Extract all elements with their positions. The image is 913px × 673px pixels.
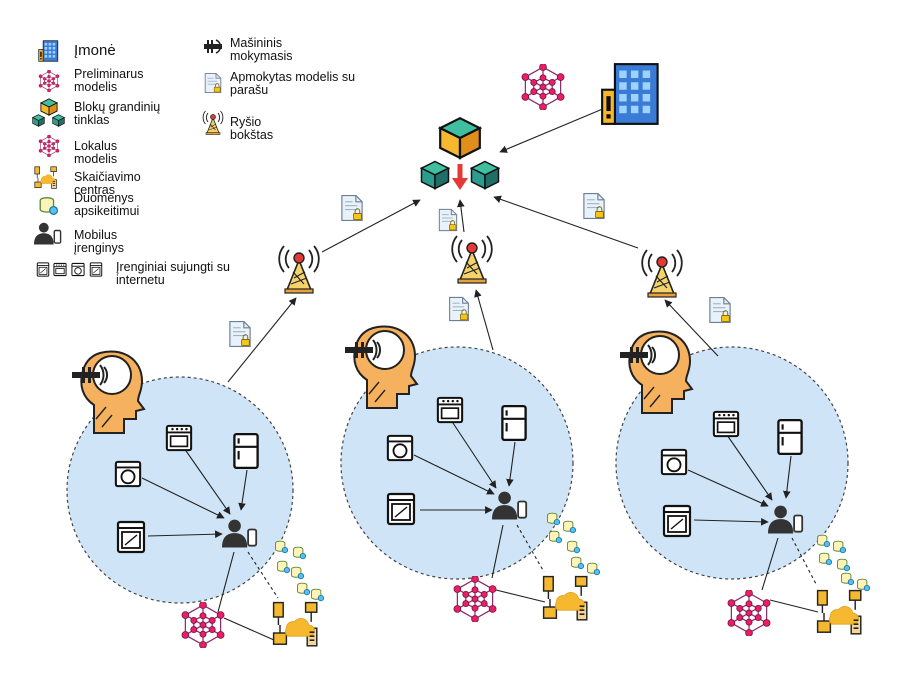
local-model-3 [727, 590, 771, 636]
legend-company: Įmonė [68, 42, 116, 59]
appliance-icon [36, 262, 103, 277]
legend-preliminary-model: Preliminarus modelis [68, 68, 188, 94]
local-model-1 [181, 602, 225, 648]
legend-label: Duomenys apsikeitimui [74, 191, 140, 218]
legend-label: Skaičiavimo centras [74, 170, 141, 197]
legend-blockchain: Blokų grandinių tinklas [68, 101, 180, 127]
data-exchange-2 [547, 512, 600, 576]
tower-icon [202, 110, 224, 135]
legend-mobile-device: Mobilus įrenginys [68, 229, 124, 255]
computing-center-3 [816, 589, 862, 635]
legend-label: Ryšio bokštas [230, 115, 274, 142]
local-model-2 [453, 576, 497, 622]
blockchain-icon [32, 98, 65, 127]
computing-center-1 [272, 601, 318, 647]
company-building [601, 63, 659, 125]
database-icon [39, 197, 58, 215]
legend-label: Mašininis mokymasis [230, 36, 293, 63]
computing-center-2 [542, 575, 588, 621]
tower-2 [451, 235, 493, 284]
legend-iot-devices: Įrenginiai sujungti su internetu [110, 261, 240, 287]
legend-label: Mobilus įrenginys [74, 228, 125, 255]
data-exchange-1 [275, 540, 324, 602]
tower-3 [641, 249, 683, 298]
head-icon [204, 39, 222, 54]
legend-label: Blokų grandinių tinklas [74, 100, 161, 127]
user-icon [34, 222, 62, 246]
preliminary-model-node [521, 64, 565, 110]
legend-label: Lokalus modelis [74, 139, 118, 166]
legend-signed-model: Apmokytas modelis su parašu [224, 71, 364, 97]
preliminary-model-icon [38, 70, 60, 92]
building-icon [38, 40, 59, 62]
legend-label: Apmokytas modelis su parašu [230, 70, 356, 97]
legend-computing-center: Skaičiavimo centras [68, 171, 141, 197]
legend-machine-learning: Mašininis mokymasis [224, 37, 336, 63]
legend-label: Preliminarus modelis [74, 67, 144, 94]
legend-data-exchange: Duomenys apsikeitimui [68, 192, 168, 218]
legend-label: Įrenginiai sujungti su internetu [116, 260, 230, 287]
local-model-icon [38, 135, 60, 157]
connections [141, 107, 819, 641]
data-exchange-3 [817, 534, 870, 592]
legend-label: Įmonė [74, 42, 116, 59]
legend-icons [32, 39, 224, 277]
tower-1 [278, 245, 320, 294]
blockchain-network [420, 117, 500, 190]
legend-local-model: Lokalus modelis [68, 140, 117, 166]
datacenter-icon [34, 166, 57, 189]
legend-tower: Ryšio bokštas [224, 116, 273, 142]
document-icon [204, 72, 222, 94]
